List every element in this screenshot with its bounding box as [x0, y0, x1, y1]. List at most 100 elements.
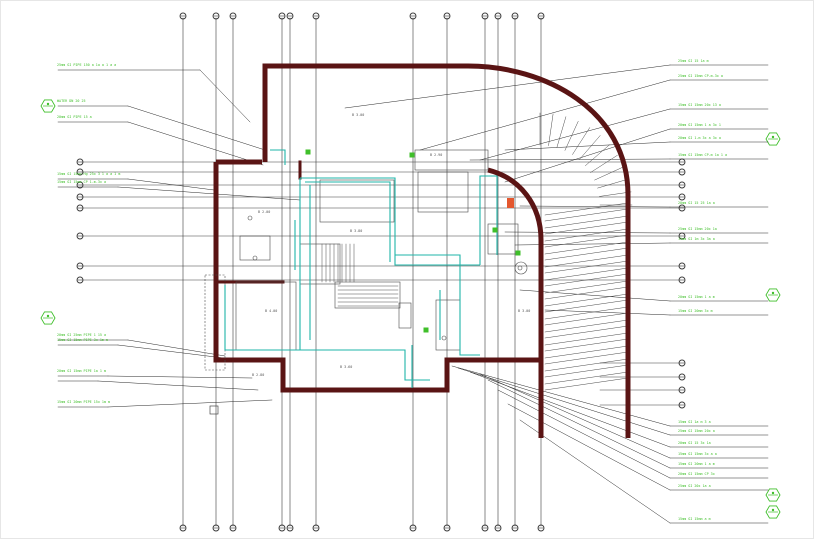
leader-line — [199, 69, 251, 123]
leader-line — [487, 379, 671, 469]
stair-tread — [544, 247, 629, 261]
stair-tread — [544, 254, 629, 268]
pipe-spec-note: 25mm GI 15mm 20x a — [678, 429, 715, 433]
stair-hatching — [539, 112, 633, 391]
water-pipe — [300, 349, 430, 381]
leader-line — [519, 205, 671, 208]
stair-tread — [544, 364, 629, 378]
leader-line — [344, 64, 671, 109]
grid-bubble-icon — [76, 204, 84, 212]
stair-tread — [544, 293, 629, 307]
water-pipe — [270, 149, 286, 165]
grid-bubble-icon — [678, 193, 686, 201]
room-outline — [235, 281, 297, 351]
leader-line — [107, 399, 273, 408]
stair-tread — [544, 351, 629, 365]
stair-tread — [584, 144, 610, 167]
grid-bubble-icon — [678, 262, 686, 270]
leader-line — [519, 289, 671, 302]
stair-tread — [572, 127, 591, 155]
level-tag: B 2.80 — [252, 373, 264, 377]
stair-tread — [544, 306, 629, 320]
stair-tread — [544, 241, 629, 255]
grid-bubble-icon — [443, 12, 451, 20]
level-tag: B 4.00 — [265, 309, 277, 313]
stair-tread — [544, 267, 629, 281]
leader-line — [419, 79, 671, 151]
room-outline — [398, 302, 412, 329]
level-tag: B 3.00 — [518, 309, 530, 313]
stair-tread — [544, 312, 629, 326]
stair-tread — [544, 299, 629, 313]
fixtures — [247, 149, 523, 341]
outer-curved-wall — [467, 63, 631, 438]
grid-bubble-icon — [494, 524, 502, 532]
section-marker-dot — [771, 508, 775, 512]
section-marker-dot — [771, 291, 775, 295]
stair-tread — [544, 332, 629, 346]
level-tag: B 3.80 — [350, 229, 362, 233]
section-marker-hex — [765, 505, 781, 519]
section-marker-hex — [765, 488, 781, 502]
walls — [213, 63, 631, 438]
stair-tread — [597, 178, 629, 189]
leader-line — [127, 121, 264, 166]
grid-bubble-icon — [76, 158, 84, 166]
grid-bubble-icon — [76, 168, 84, 176]
grid-bubble-icon — [278, 12, 286, 20]
grid-bubble-icon — [678, 181, 686, 189]
pipe-spec-note: 20mm GI 1-m 3x a 3x a — [678, 136, 721, 140]
pipe-riser-icon — [423, 327, 429, 333]
pipe-spec-note: 15mm GI 15mm a m — [678, 517, 711, 521]
pipe-spec-note: 15mm GI 15mm PIPE 3x 1m m — [57, 338, 108, 342]
section-marker-dot — [771, 135, 775, 139]
pipe-spec-note: 15mm GI 15mm 20x 13 a — [678, 103, 721, 107]
leader-line — [544, 309, 671, 316]
leader-line — [479, 373, 671, 459]
grid-bubble-icon — [537, 524, 545, 532]
pipe-spec-note: WATER DN 20 25 — [57, 99, 86, 103]
grid-bubble-icon — [229, 12, 237, 20]
section-marker-hex — [765, 288, 781, 302]
grid-bubble-icon — [229, 524, 237, 532]
leader-line — [457, 367, 671, 436]
water-pipe — [300, 177, 480, 266]
pipe-riser-icon — [492, 227, 498, 233]
pipe-spec-note: 20mm GI 25mm PIPE 1 15 a — [57, 333, 106, 337]
leader-line — [479, 108, 671, 161]
leader-lines — [57, 64, 769, 524]
grid-bubble-icon — [76, 232, 84, 240]
floor-trap-icon — [252, 255, 258, 261]
stair-tread — [544, 345, 629, 359]
stair-tread — [544, 319, 629, 333]
grid-bubble-icon — [494, 12, 502, 20]
grid-bubble-icon — [678, 204, 686, 212]
stair-tread — [544, 338, 629, 352]
grid-bubble-icon — [76, 181, 84, 189]
leader-line — [514, 242, 671, 246]
pipe-spec-note: 15mm GI 15mm CP 1-m-3x a — [57, 180, 106, 184]
floor-trap-icon — [517, 265, 523, 271]
wall — [213, 162, 541, 393]
section-marker-dot — [46, 314, 50, 318]
grid-bubble-icon — [76, 262, 84, 270]
stair-tread — [544, 208, 629, 222]
leader-line — [469, 371, 671, 448]
grid-bubble-icon — [443, 524, 451, 532]
grid-bubble-icon — [212, 12, 220, 20]
pipe-spec-note: 20mm GI 15 25 1a a — [678, 201, 715, 205]
pipe-spec-note: 15mm GI 1m 3x 3a a — [678, 237, 715, 241]
pipe-spec-note: 15mm GI 15mm CP-m 1a 1 a — [678, 153, 727, 157]
grid-bubble-icon — [76, 193, 84, 201]
level-tag: B 3.60 — [340, 365, 352, 369]
pipe-spec-note: 20mm GI 15mm CP 3x — [678, 472, 715, 476]
pipe-spec-note: 15mm GI 20mm PIPE 15x 1m m — [57, 400, 110, 404]
stair-tread — [544, 377, 629, 391]
leader-line — [507, 403, 671, 491]
fixture-outline — [514, 261, 528, 275]
pipe-spec-note: 20mm GI 15mm 1 a m — [678, 295, 715, 299]
interior-outlines — [204, 149, 528, 415]
